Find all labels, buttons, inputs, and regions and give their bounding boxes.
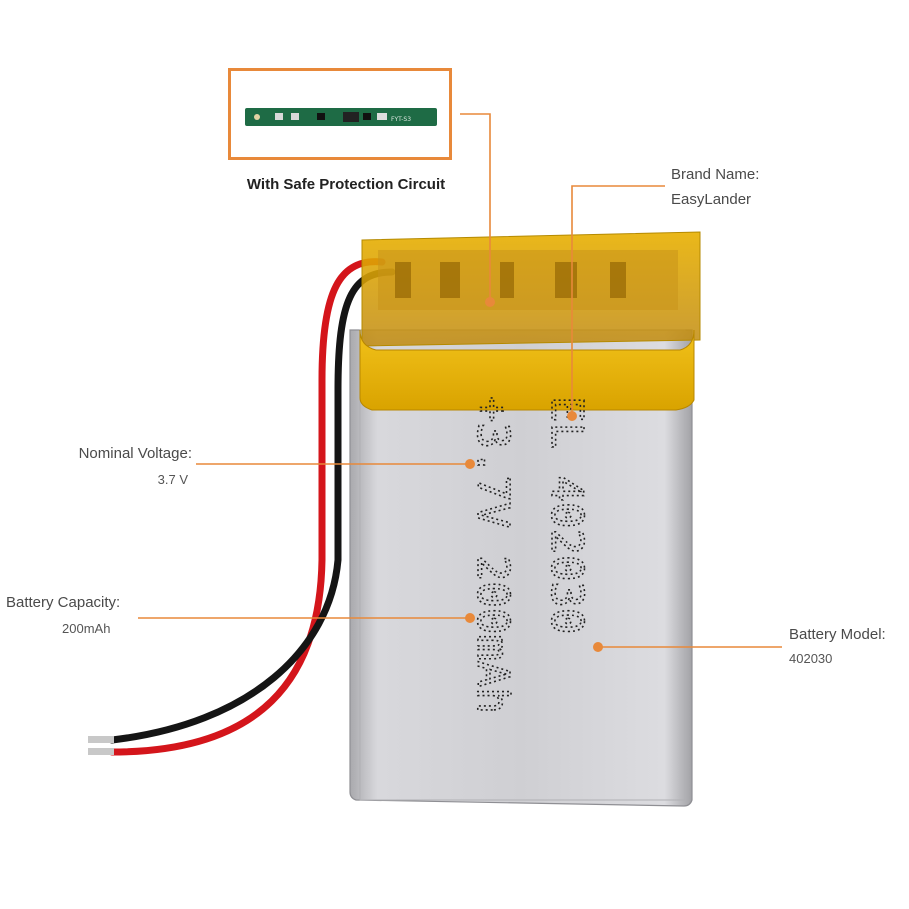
lead-wires: [88, 258, 396, 756]
voltage-label: Nominal Voltage:: [78, 445, 192, 462]
model-label: Battery Model:: [789, 626, 886, 643]
print-line-1: +3.7V 200mAh: [467, 396, 518, 714]
pcb-marking: FYT-S3: [391, 116, 411, 123]
pcb-caption: With Safe Protection Circuit: [246, 176, 446, 193]
brand-label: Brand Name:: [671, 166, 760, 183]
kapton-tape: [359, 231, 701, 411]
callout-lines: [138, 113, 782, 648]
protection-circuit-inset: FYT-S3: [228, 68, 452, 160]
pcb-board: FYT-S3: [245, 108, 437, 126]
voltage-value: 3.7 V: [157, 472, 188, 487]
model-value: 402030: [789, 651, 833, 666]
capacity-label: Battery Capacity:: [6, 594, 121, 611]
capacity-value: 200mAh: [62, 621, 111, 636]
battery-print: +3.7V 200mAh EL 402030: [466, 395, 593, 714]
print-line-2: EL 402030: [541, 396, 592, 634]
brand-value: EasyLander: [671, 191, 752, 208]
callout-dots: [465, 297, 603, 652]
